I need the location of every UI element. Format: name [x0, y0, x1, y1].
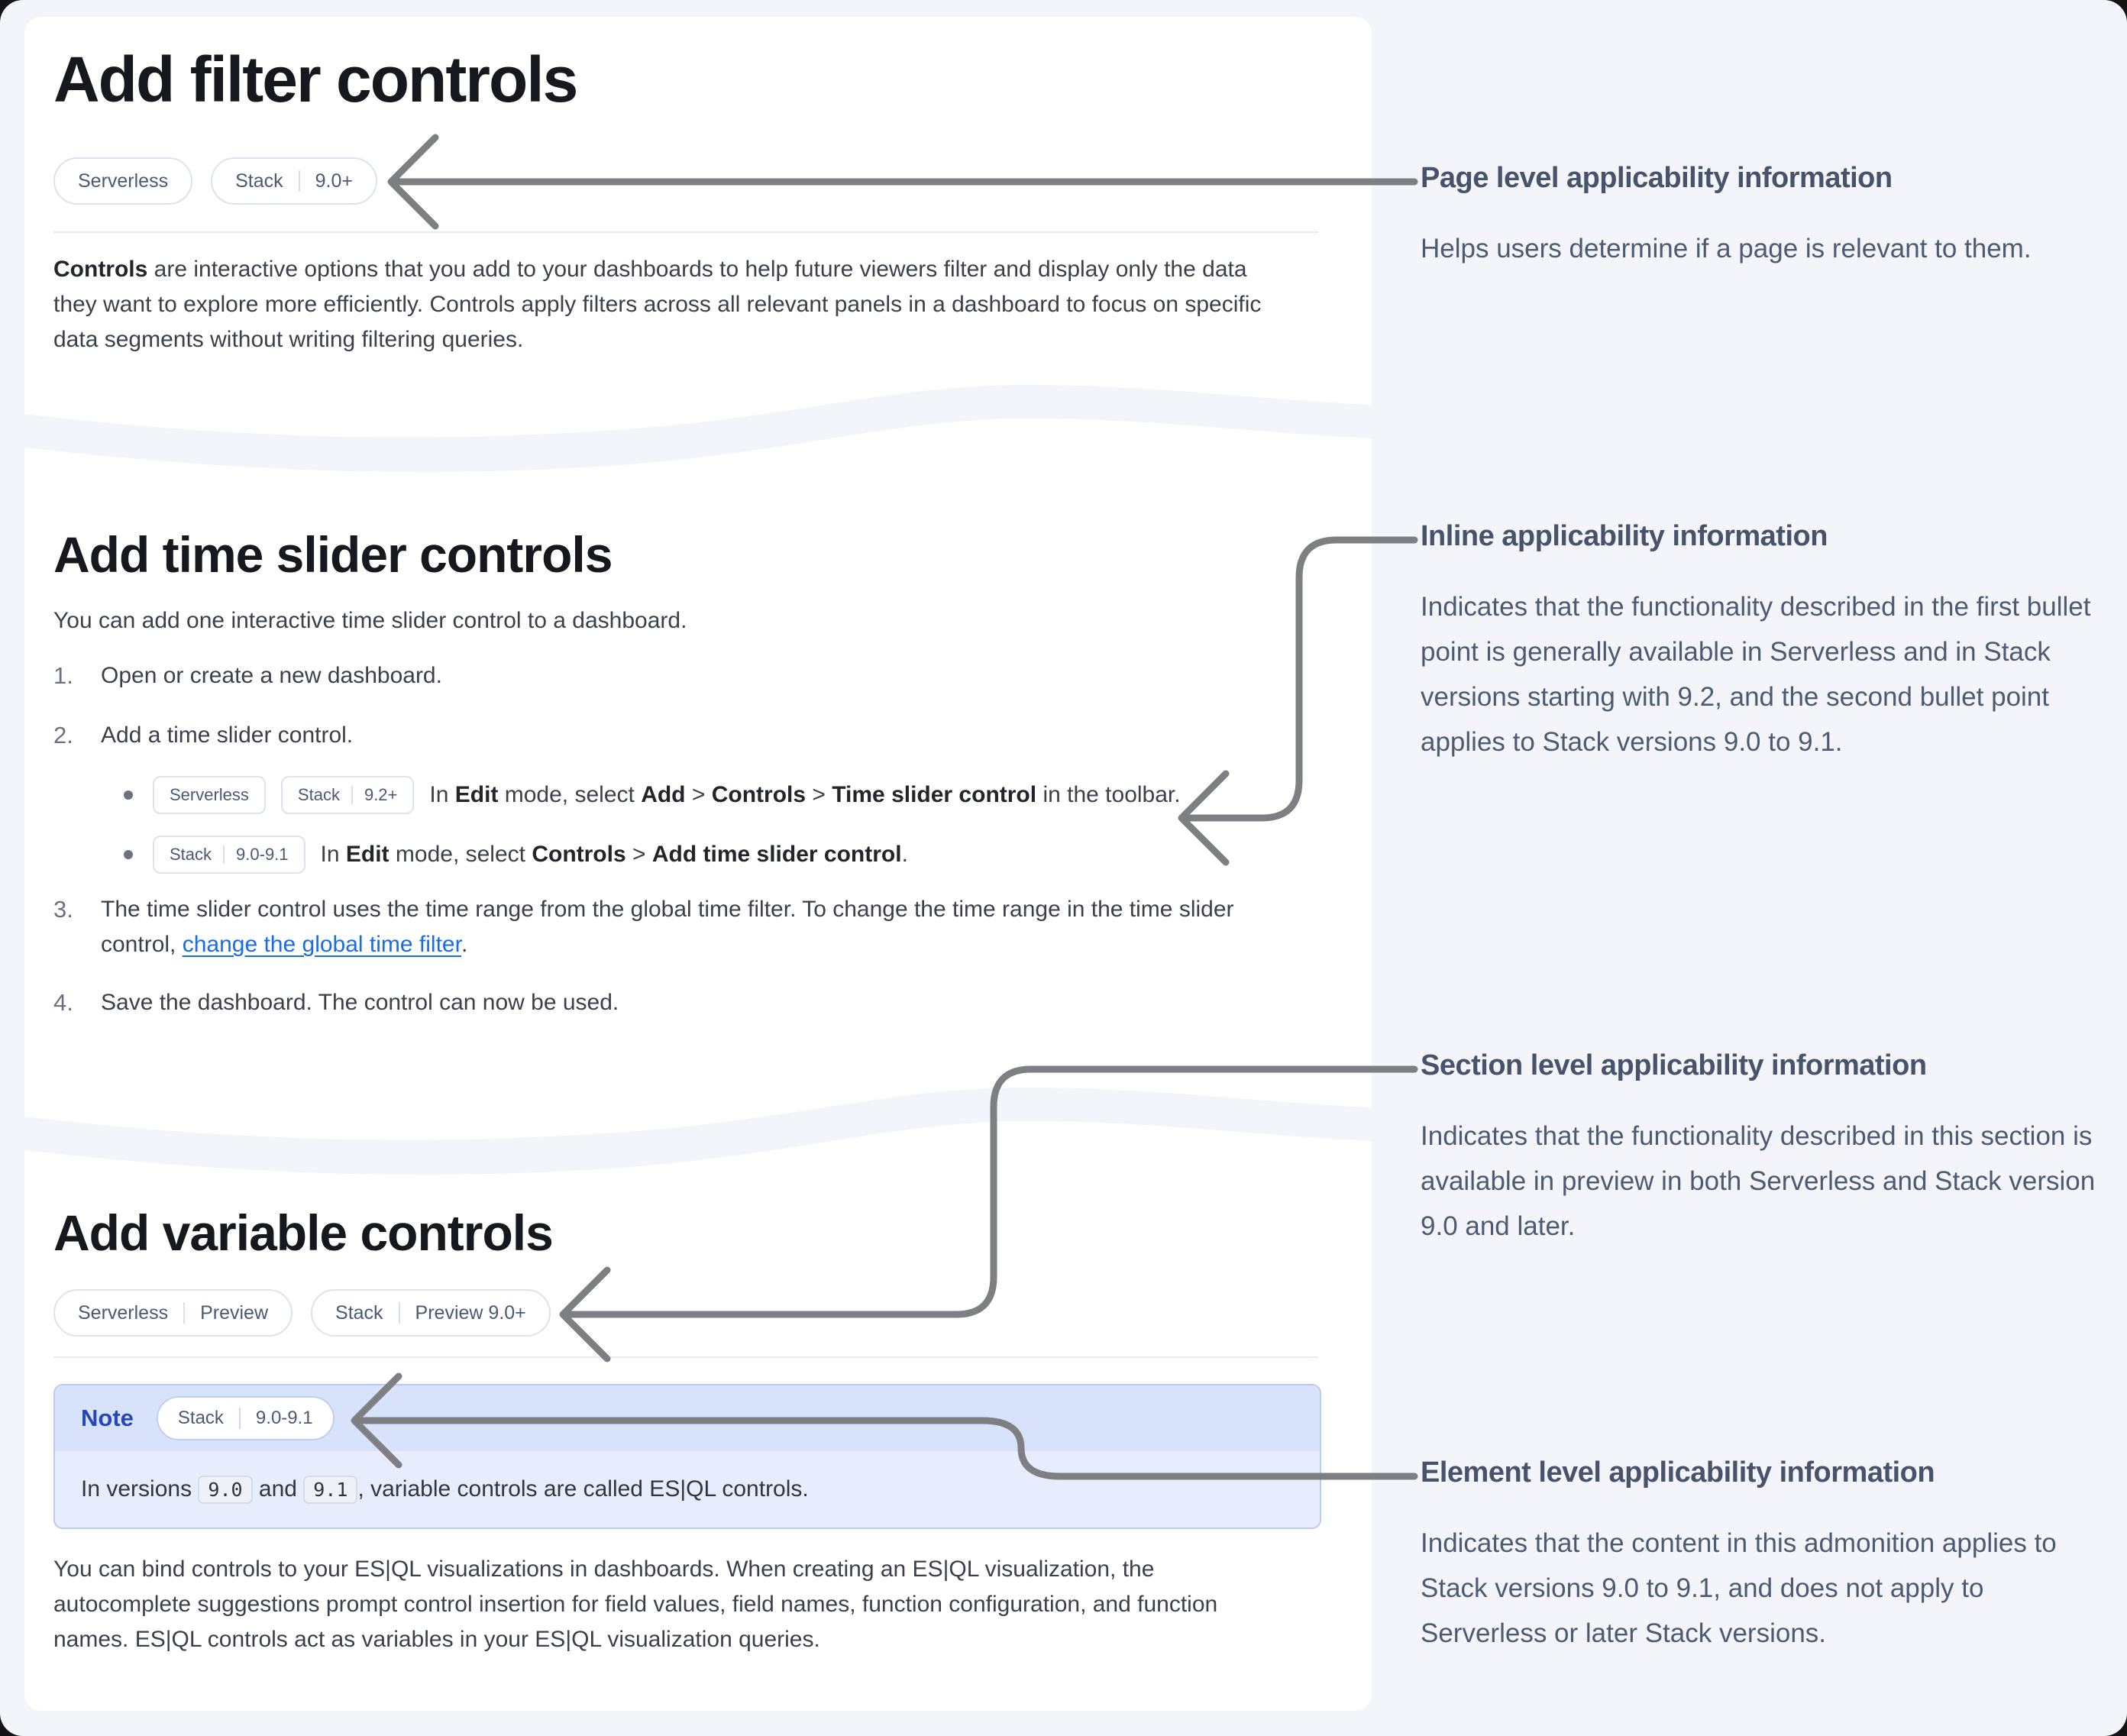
page-applicability-badges: Serverless Stack 9.0+: [53, 157, 377, 205]
note-admonition: Note Stack 9.0-9.1 In versions 9.0 and 9.…: [53, 1384, 1321, 1529]
global-time-filter-link[interactable]: change the global time filter: [182, 932, 461, 957]
section-title-variable-controls: Add variable controls: [53, 1204, 554, 1261]
annotation-body-element-level: Indicates that the content in this admon…: [1421, 1528, 2057, 1648]
annotation-body-inline: Indicates that the functionality describ…: [1421, 592, 2091, 757]
step-4: 4. Save the dashboard. The control can n…: [53, 985, 619, 1020]
intro-paragraph: Controls are interactive options that yo…: [53, 257, 1262, 352]
step-2-bullet-1: Serverless Stack 9.2+ In Edit mode, selec…: [53, 776, 1181, 814]
note-header: Note Stack 9.0-9.1: [55, 1385, 1320, 1451]
badge-segment: 9.2+: [364, 785, 398, 804]
badge-segment: 9.0-9.1: [255, 1408, 313, 1428]
note-label: Note: [81, 1405, 134, 1431]
badge-divider: [238, 1408, 241, 1429]
badge-stack-90-91-note[interactable]: Stack 9.0-9.1: [156, 1396, 335, 1440]
step-2-bullet-2: Stack 9.0-9.1 In Edit mode, select Contro…: [53, 836, 908, 874]
note-body: In versions 9.0 and 9.1, variable contro…: [55, 1451, 1320, 1527]
badge-segment: Stack: [335, 1301, 383, 1324]
badge-segment: Stack: [177, 1408, 224, 1428]
bullet-dot: [124, 850, 133, 859]
badge-stack-92plus-inline[interactable]: Stack 9.2+: [280, 776, 415, 814]
badge-segment: 9.0+: [315, 170, 353, 192]
step-1-text: Open or create a new dashboard.: [101, 663, 442, 688]
annotation-body-page-level: Helps users determine if a page is relev…: [1421, 234, 2032, 263]
badge-segment: Serverless: [78, 170, 169, 192]
time-slider-intro: You can add one interactive time slider …: [53, 608, 687, 633]
badge-stack-90-91-inline[interactable]: Stack 9.0-9.1: [153, 836, 305, 874]
step-3: 3. The time slider control uses the time…: [53, 892, 1306, 962]
step-2-number: 2.: [53, 722, 73, 748]
badge-segment: Serverless: [170, 785, 249, 804]
badge-segment: Stack: [297, 785, 340, 804]
annotation-title-section-level: Section level applicability information: [1421, 1049, 1927, 1081]
badge-divider: [183, 1302, 186, 1324]
section-applicability-badges: Serverless Preview Stack Preview 9.0+: [53, 1289, 551, 1337]
annotation-title-element-level: Element level applicability information: [1421, 1456, 1935, 1489]
note-body-text: In versions 9.0 and 9.1, variable contro…: [81, 1476, 809, 1504]
section-divider: [53, 231, 1318, 233]
badge-divider: [398, 1302, 400, 1324]
section-divider: [53, 1356, 1318, 1358]
bullet-2-text: In Edit mode, select Controls > Add time…: [320, 842, 908, 867]
step-1: 1. Open or create a new dashboard.: [53, 658, 442, 693]
badge-segment: Stack: [235, 170, 283, 192]
badge-segment: Serverless: [78, 1301, 169, 1324]
step-3-text: The time slider control uses the time ra…: [101, 897, 1234, 957]
badge-segment: Stack: [170, 845, 212, 864]
section-title-time-slider: Add time slider controls: [53, 526, 613, 583]
annotation-title-inline: Inline applicability information: [1421, 520, 1828, 552]
step-2: 2. Add a time slider control.: [53, 718, 353, 753]
page-title: Add filter controls: [53, 44, 578, 115]
badge-segment: 9.0-9.1: [236, 845, 289, 864]
badge-serverless-preview[interactable]: Serverless Preview: [53, 1289, 293, 1337]
badge-divider: [351, 786, 353, 804]
badge-serverless[interactable]: Serverless: [53, 157, 193, 205]
badge-serverless-inline[interactable]: Serverless: [153, 776, 266, 814]
step-2-text: Add a time slider control.: [101, 723, 354, 748]
badge-segment: Preview 9.0+: [415, 1301, 526, 1324]
badge-divider: [223, 845, 225, 864]
bullet-1-text: In Edit mode, select Add > Controls > Ti…: [429, 782, 1181, 807]
variable-controls-paragraph: You can bind controls to your ES|QL visu…: [53, 1557, 1218, 1652]
annotation-body-section-level: Indicates that the functionality describ…: [1421, 1121, 2096, 1241]
step-1-number: 1.: [53, 662, 73, 689]
bullet-dot: [124, 790, 133, 800]
annotation-title-page-level: Page level applicability information: [1421, 162, 1893, 194]
badge-segment: Preview: [200, 1301, 269, 1324]
step-4-text: Save the dashboard. The control can now …: [101, 990, 619, 1015]
step-3-number: 3.: [53, 896, 73, 923]
badge-stack-preview-90plus[interactable]: Stack Preview 9.0+: [311, 1289, 551, 1337]
wave-divider-top: [24, 384, 1372, 473]
badge-stack-90plus[interactable]: Stack 9.0+: [211, 157, 377, 205]
step-4-number: 4.: [53, 989, 73, 1016]
badge-divider: [298, 170, 300, 192]
